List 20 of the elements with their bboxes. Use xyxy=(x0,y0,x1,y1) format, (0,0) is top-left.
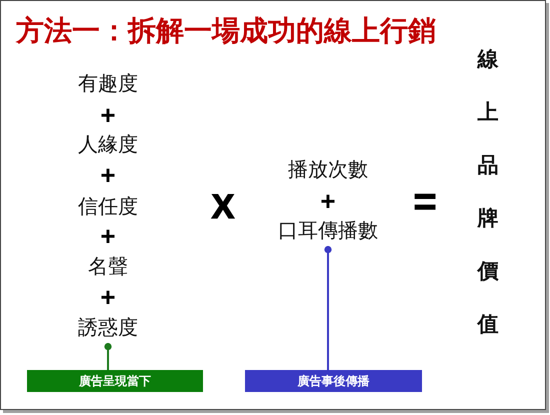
multiply-sign: X xyxy=(212,190,234,224)
factor-text: 名聲 xyxy=(88,254,128,278)
leader-line xyxy=(324,246,332,370)
plus-sign: + xyxy=(100,162,116,188)
phase-banner: 廣告事後傳播 xyxy=(245,370,422,392)
factor-text: 信任度 xyxy=(78,194,138,218)
plus-sign: + xyxy=(320,188,336,214)
plus-sign: + xyxy=(100,284,116,310)
equals-sign: = xyxy=(413,182,437,222)
slide-title: 方法一：拆解一場成功的線上行銷 xyxy=(16,15,436,48)
factor-text: 口耳傳播數 xyxy=(278,218,378,246)
factor-text: 人緣度 xyxy=(78,132,138,156)
plus-sign: + xyxy=(100,223,116,249)
plus-sign: + xyxy=(100,102,116,128)
factor-text: 播放次數 xyxy=(288,157,368,181)
result-text: 線上品牌價值 xyxy=(478,46,498,338)
phase-banner: 廣告呈現當下 xyxy=(27,370,203,392)
factor-text: 誘惑度 xyxy=(78,315,138,343)
leader-line xyxy=(104,343,112,370)
factor-text: 有趣度 xyxy=(78,71,138,95)
